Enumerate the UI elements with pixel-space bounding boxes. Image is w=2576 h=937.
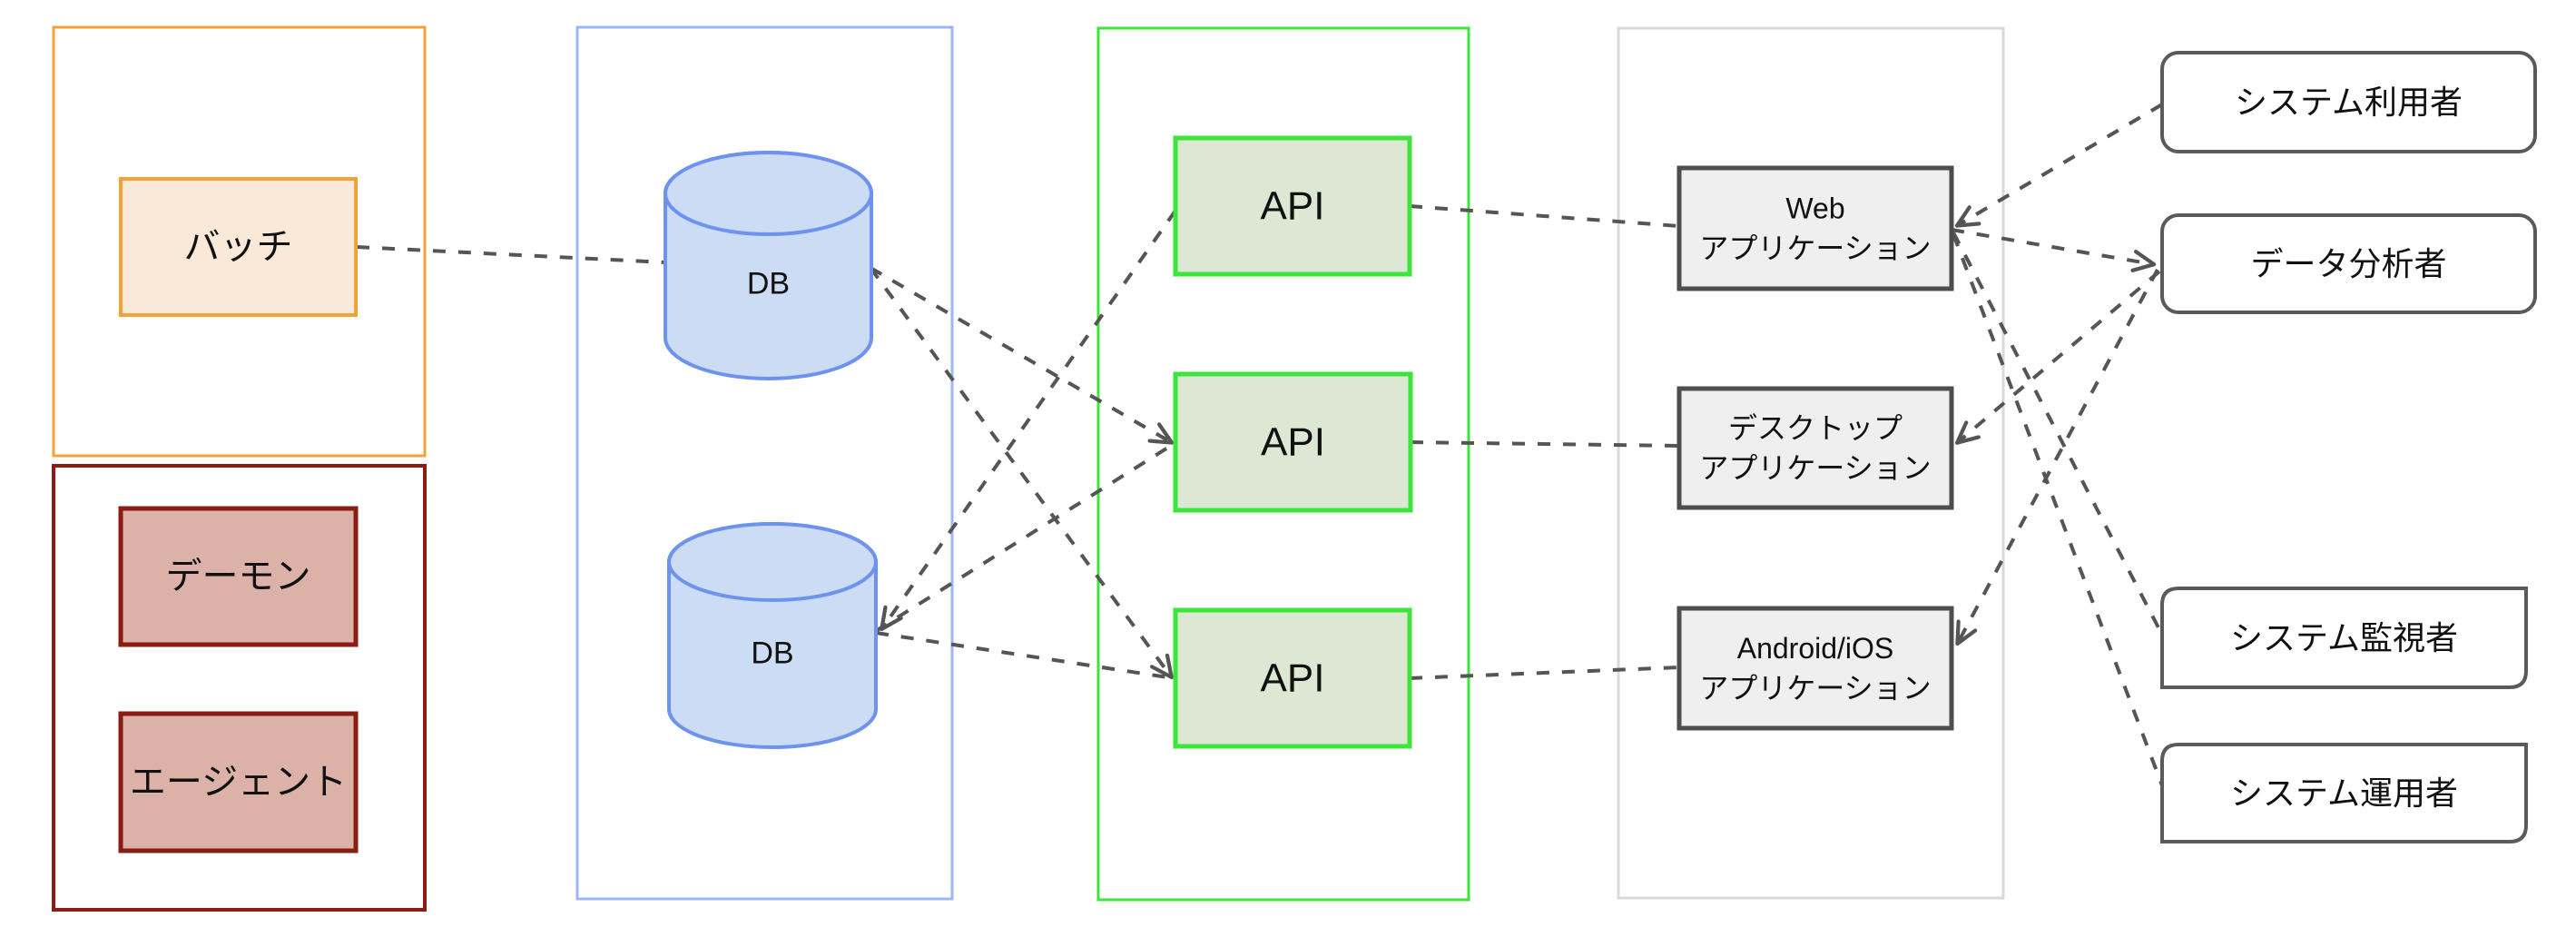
data-analyst[interactable] (2160, 213, 2537, 314)
agent[interactable] (118, 711, 359, 853)
edge-db2-api2[interactable] (874, 442, 1175, 633)
group-apps[interactable] (1617, 26, 2005, 900)
group-daemon[interactable] (52, 464, 427, 912)
desktop-app-label: デスクトップアプリケーション (1699, 411, 1931, 484)
system-user-label: システム利用者 (2235, 84, 2463, 121)
edge-webapp-analyst[interactable] (1951, 228, 2157, 272)
api3-label: API (1261, 656, 1325, 701)
system-user[interactable] (2160, 51, 2537, 153)
batch[interactable] (119, 177, 358, 317)
agent-label: エージェント (130, 763, 347, 803)
batch-label: バッチ (184, 227, 293, 267)
web-app[interactable] (1676, 165, 1954, 291)
db1-cylinder-top (664, 151, 873, 236)
db2-cylinder-top (667, 522, 878, 602)
edge-webapp-monitor[interactable] (1952, 232, 2164, 636)
android-ios-app[interactable] (1676, 606, 1954, 731)
system-monitor-label: システム監視者 (2230, 619, 2458, 656)
daemon[interactable] (118, 506, 359, 647)
edge-db1-api2[interactable] (869, 266, 1175, 445)
edge-webapp-operator[interactable] (1952, 233, 2164, 786)
db1-label: DB (747, 266, 790, 301)
api3[interactable] (1173, 607, 1412, 749)
group-api[interactable] (1096, 26, 1470, 902)
edge-batch-db1[interactable] (356, 245, 666, 264)
system-operator[interactable] (2160, 743, 2528, 843)
edge-db2-api3[interactable] (875, 631, 1175, 680)
api1[interactable] (1173, 135, 1412, 277)
system-monitor[interactable] (2160, 587, 2528, 689)
edge-db1-api3[interactable] (869, 266, 1174, 680)
edge-analyst-android[interactable] (1955, 269, 2159, 646)
api2[interactable] (1173, 371, 1413, 513)
group-batch[interactable] (52, 25, 427, 458)
edge-analyst-desktop[interactable] (1955, 270, 2161, 445)
data-analyst-label: データ分析者 (2250, 245, 2446, 282)
api1-label: API (1261, 184, 1325, 229)
daemon-label: デーモン (166, 557, 311, 597)
edge-api3-android[interactable] (1409, 666, 1680, 680)
edge-api2-desktop[interactable] (1410, 440, 1680, 448)
edge-api1-webapp[interactable] (1409, 204, 1680, 228)
edge-api1-db2[interactable] (880, 209, 1177, 632)
db2-label: DB (751, 636, 793, 671)
api2-label: API (1261, 420, 1325, 465)
desktop-app[interactable] (1676, 386, 1954, 510)
edge-user-webapp[interactable] (1954, 103, 2164, 228)
system-operator-label: システム運用者 (2230, 774, 2458, 812)
group-db[interactable] (575, 25, 954, 901)
